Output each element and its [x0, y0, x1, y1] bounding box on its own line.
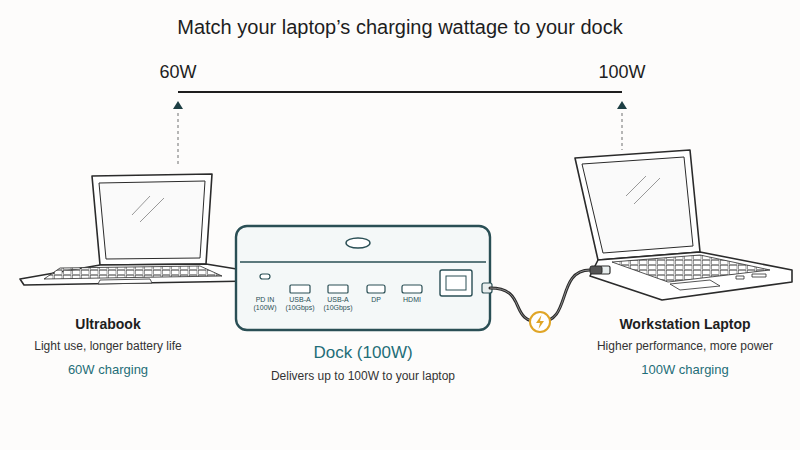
- ultrabook-drawing: [20, 174, 255, 285]
- power-badge: [530, 312, 550, 332]
- node-text: Light use, longer battery life: [15, 339, 201, 354]
- title: Match your laptop’s charging wattage to …: [0, 16, 800, 39]
- port-label: DP: [361, 296, 391, 304]
- scale-value: 60W: [148, 62, 208, 83]
- port-label: PD IN (100W): [250, 296, 280, 312]
- dock-drawing: [236, 226, 492, 330]
- node-text: Delivers up to 100W to your laptop: [236, 369, 490, 384]
- laptop-node: UltrabookLight use, longer battery life 6…: [15, 170, 201, 380]
- port-label: HDMI: [397, 296, 427, 304]
- node-text: 60W charging: [15, 362, 201, 378]
- port-label: USB-A (10Gbps): [320, 296, 356, 312]
- node-heading: Workstation Laptop: [590, 316, 780, 334]
- node-text: 100W charging: [590, 362, 780, 378]
- scale-value: 100W: [587, 62, 657, 83]
- node-text: Higher performance, more power: [590, 339, 780, 354]
- node-heading: Ultrabook: [15, 316, 201, 334]
- lightning-icon: [536, 315, 544, 329]
- port-label: USB-A (10Gbps): [282, 296, 318, 312]
- cable-plug: [590, 266, 602, 274]
- wattage-scale: [173, 92, 627, 166]
- laptop-node: Workstation LaptopHigher performance, mo…: [590, 148, 780, 380]
- workstation-drawing: [575, 150, 792, 300]
- node-heading: Dock (100W): [236, 342, 490, 363]
